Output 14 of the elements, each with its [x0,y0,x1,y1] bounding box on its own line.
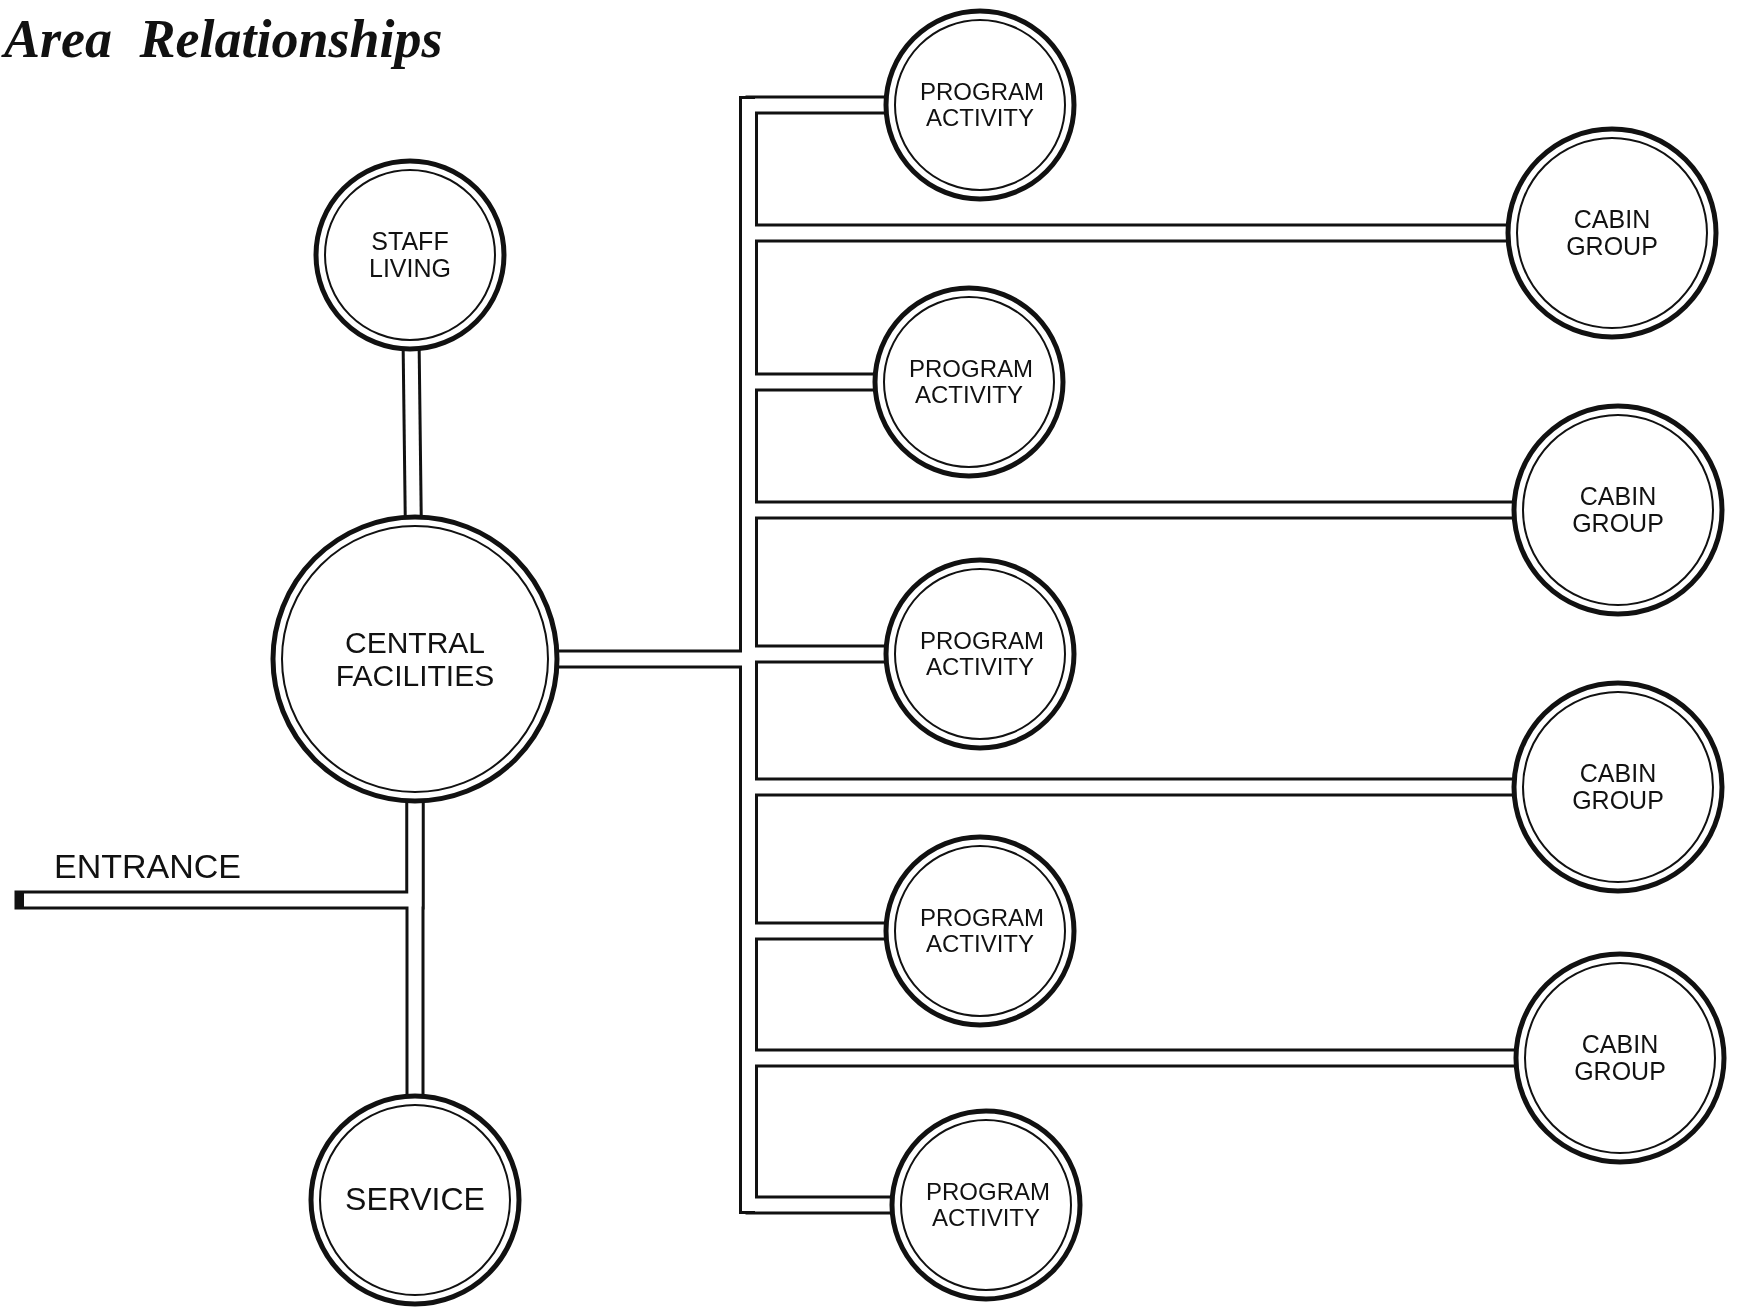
node-label: PROGRAM ACTIVITY [920,627,1040,681]
node-label: PROGRAM ACTIVITY [920,904,1040,958]
node-label: SERVICE [344,1182,486,1218]
node-label: CENTRAL FACILITIES [334,626,496,692]
entrance-label: ENTRANCE [54,848,242,886]
corridor-spine [739,96,758,1214]
node-label: STAFF LIVING [368,227,452,283]
node-label: PROGRAM ACTIVITY [909,355,1029,409]
node-label: CABIN GROUP [1571,482,1665,538]
node-label: CABIN GROUP [1573,1030,1667,1086]
node-label: CABIN GROUP [1571,759,1665,815]
node-label: PROGRAM ACTIVITY [926,1178,1046,1232]
node-label: PROGRAM ACTIVITY [920,78,1040,132]
node-label: CABIN GROUP [1565,205,1659,261]
